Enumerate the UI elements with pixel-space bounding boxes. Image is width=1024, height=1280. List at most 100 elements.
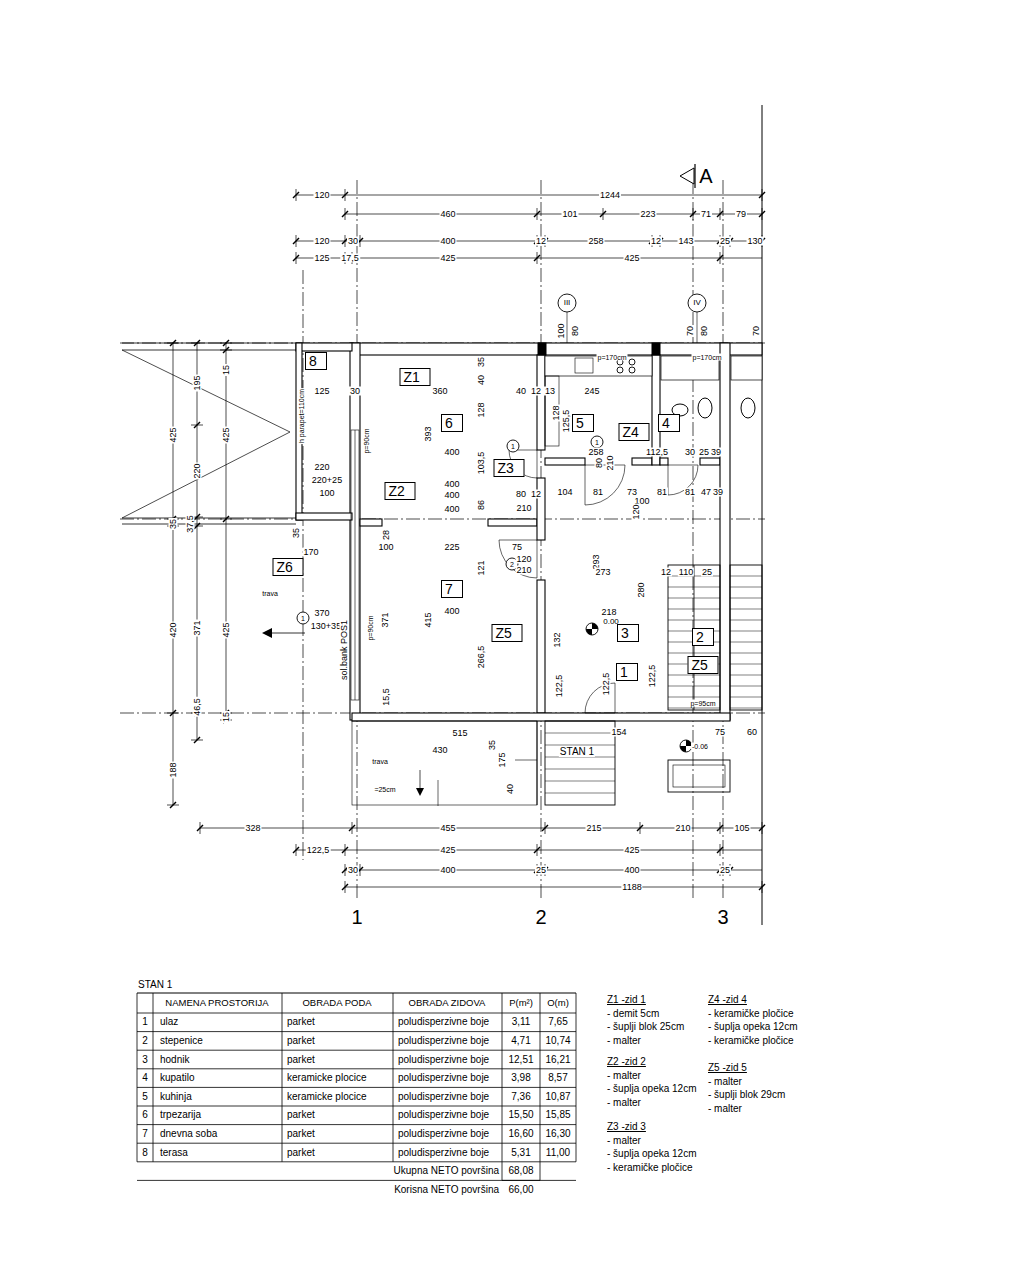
- dimension-label: 75: [714, 728, 726, 737]
- stair-tread: [730, 664, 762, 665]
- dimension-tick: [293, 255, 299, 261]
- dimension-label: 125: [313, 254, 330, 263]
- table-line: [502, 1162, 503, 1181]
- dimension-tick: [342, 192, 348, 198]
- table-line: [137, 1124, 576, 1125]
- dimension-tick: [637, 825, 643, 831]
- dimension-label: p=90cm: [367, 614, 374, 641]
- room-tag: 7: [441, 580, 463, 598]
- dimension-label: 30: [349, 387, 361, 396]
- bathtub: [731, 356, 762, 380]
- stair-tread: [730, 708, 762, 709]
- arrow-head: [262, 628, 272, 638]
- stair-tread: [730, 697, 762, 698]
- dimension-label: 46,5: [193, 697, 202, 717]
- dimension-label: 105: [733, 824, 750, 833]
- dimension-label: 1244: [599, 191, 621, 200]
- dimension-label: 122,5: [648, 664, 657, 689]
- axis-circle: [558, 294, 576, 312]
- room-tag: 2: [692, 628, 714, 646]
- room-tag: 5: [572, 414, 594, 432]
- wall-layer-note: - šuplja opeka 12cm: [607, 1084, 697, 1094]
- stair-tread: [668, 708, 720, 709]
- dimension-label: 13: [544, 387, 556, 396]
- dimension-label: 175: [498, 751, 507, 768]
- dimension-label: 70: [686, 325, 695, 337]
- dimension-label: p=170cm: [597, 354, 628, 361]
- column: [652, 343, 660, 355]
- dimension-label: 393: [424, 425, 433, 442]
- dimension-label: 25: [719, 866, 731, 875]
- stair-tread: [730, 598, 762, 599]
- dimension-label: 15,5: [382, 687, 391, 707]
- dimension-tick: [717, 825, 723, 831]
- drawing-line: [567, 312, 568, 343]
- dimension-label: 71: [700, 210, 712, 219]
- dimension-label: 28: [382, 529, 391, 541]
- room-tag-text: 4: [662, 415, 670, 431]
- table-cell: 10,74: [545, 1036, 570, 1046]
- dimension-label: 81: [656, 488, 668, 497]
- dimension-label: 100: [318, 489, 335, 498]
- stair-tread: [668, 620, 720, 621]
- dimension-line: [173, 343, 174, 805]
- dimension-label: p=95cm: [689, 700, 716, 707]
- drawing-line: [122, 518, 296, 519]
- dimension-label: 15: [222, 711, 231, 723]
- table-cell: parket: [287, 1110, 315, 1120]
- dimension-label: 460: [439, 210, 456, 219]
- dimension-tick: [759, 211, 765, 217]
- dimension-tick: [293, 192, 299, 198]
- dimension-label: 70: [752, 325, 761, 337]
- stair: [730, 565, 762, 710]
- dimension-label: 400: [443, 505, 460, 514]
- dimension-label: 130+35: [310, 622, 342, 631]
- dimension-label: 40: [506, 783, 515, 795]
- table-cell: 16,60: [508, 1129, 533, 1139]
- dimension-tick: [534, 211, 540, 217]
- dimension-label: 400: [439, 866, 456, 875]
- dimension-label: 1: [350, 907, 363, 927]
- wall-type-title: Z5 -zid 5: [708, 1063, 747, 1073]
- dimension-tick: [717, 847, 723, 853]
- dimension-tick: [293, 238, 299, 244]
- dimension-label: p=90cm: [363, 427, 370, 454]
- table-header: O(m): [547, 998, 569, 1008]
- room-tag-text: Z2: [389, 483, 405, 499]
- stair-tread: [545, 769, 615, 770]
- dimension-tick: [194, 514, 200, 520]
- table-cell: parket: [287, 1055, 315, 1065]
- room-tag-text: 6: [445, 415, 453, 431]
- table-total-value: 66,00: [508, 1185, 533, 1195]
- stair-tread: [545, 793, 615, 794]
- dimension-tick: [759, 825, 765, 831]
- wall-layer-note: - šuplja opeka 12cm: [607, 1149, 697, 1159]
- table-cell: 8,57: [548, 1073, 567, 1083]
- table-cell: 3,11: [512, 1017, 531, 1027]
- dimension-label: 223: [639, 210, 656, 219]
- table-cell: keramicke plocice: [287, 1073, 366, 1083]
- table-cell: 8: [142, 1148, 148, 1158]
- dimension-label: 245: [583, 387, 600, 396]
- wall: [296, 343, 352, 351]
- wall: [632, 458, 652, 465]
- dimension-tick: [170, 802, 176, 808]
- dimension-label: -0.06: [691, 743, 709, 750]
- dimension-label: 12: [535, 237, 547, 246]
- dimension-label: 1: [594, 439, 600, 446]
- dimension-tick: [194, 737, 200, 743]
- dimension-label: sol.bank POS1: [340, 619, 349, 681]
- dimension-label: III: [563, 299, 572, 307]
- table-cell: trpezarija: [160, 1110, 201, 1120]
- stair-tread: [730, 576, 762, 577]
- dimension-label: 12: [660, 568, 672, 577]
- dimension-label: 188: [169, 761, 178, 778]
- dimension-label: 80: [571, 325, 580, 337]
- dimension-label: 25: [698, 448, 710, 457]
- wall-layer-note: - keramičke pločice: [708, 1009, 794, 1019]
- table-cell: 6: [142, 1110, 148, 1120]
- table-line: [502, 1180, 540, 1181]
- dimension-label: 122,5: [306, 846, 331, 855]
- dimension-label: 35: [169, 518, 178, 530]
- dimension-tick: [542, 825, 548, 831]
